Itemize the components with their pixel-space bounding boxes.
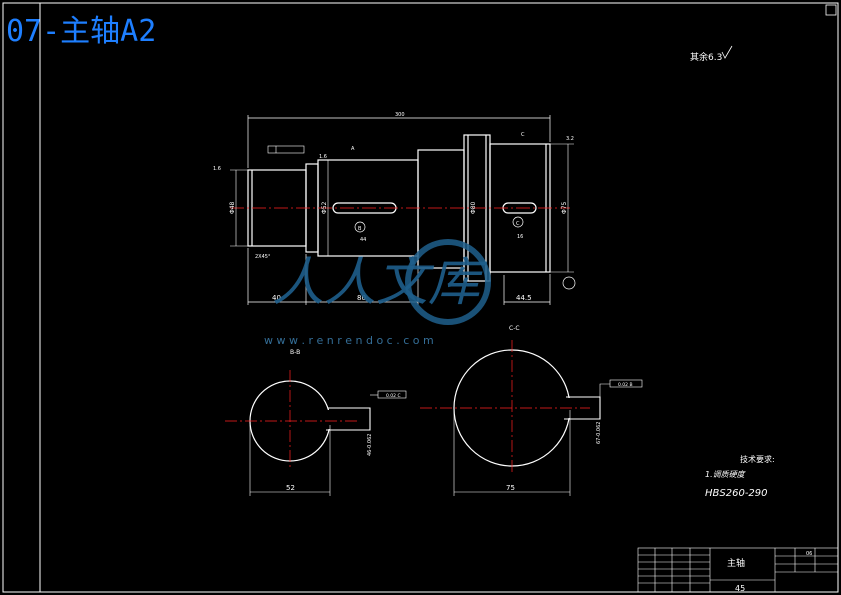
chamfer-label: 2X45° — [255, 254, 271, 260]
section-c-width-dim — [453, 410, 571, 496]
bottom-dimensions — [247, 248, 551, 305]
dim-40: 40 — [272, 294, 281, 302]
section-b-depth: 46-0.062 — [367, 434, 373, 456]
watermark: 人人文库 w w w . r e n r e n d o c . c o m — [264, 239, 491, 347]
section-c-depth: 67-0.062 — [596, 422, 602, 444]
section-c-title: C-C — [509, 325, 520, 332]
part-name: 主轴 — [727, 557, 745, 569]
datum-c-label: C — [516, 221, 520, 227]
dia-left: Φ48 — [229, 201, 236, 214]
dim-80: 80 — [357, 294, 366, 302]
dia-right: Φ75 — [561, 201, 568, 214]
keyway-length-2: 16 — [517, 234, 523, 240]
datum-c-circle — [512, 216, 524, 228]
section-b-title: B-B — [290, 349, 300, 356]
datum-marker-right — [562, 276, 576, 290]
drawing-title: 07-主轴A2 — [6, 14, 157, 49]
roughness-label-3: 3.2 — [566, 136, 574, 142]
title-block — [637, 547, 839, 593]
part-material: 45 — [735, 584, 745, 593]
dia-collar: Φ80 — [470, 201, 477, 214]
surface-note: 其余6.3 — [690, 51, 722, 63]
datum-b-circle — [354, 221, 366, 233]
section-b-width: 52 — [286, 484, 295, 492]
drawing-number: 06 — [806, 551, 812, 557]
roughness-label-2: 1.6 — [319, 154, 327, 160]
tech-req-line1: 1.调质硬度 — [705, 470, 747, 479]
datum-b-label: B — [358, 226, 362, 232]
section-b-keyway-cut — [322, 410, 338, 429]
section-b-keyway — [326, 407, 371, 431]
section-a-marker: A — [351, 146, 355, 152]
overall-length-dim — [247, 115, 551, 168]
roughness-label-1: 1.6 — [213, 166, 221, 172]
tolerance-frame-1 — [267, 145, 305, 154]
section-c-leader — [599, 383, 610, 397]
section-c-tolerance-frame — [609, 379, 643, 388]
overall-length-label: 300 — [395, 112, 405, 118]
tech-req-heading: 技术要求: — [740, 454, 775, 464]
watermark-url: w w w . r e n r e n d o c . c o m — [264, 334, 434, 347]
corner-mark — [825, 4, 837, 16]
section-c-width: 75 — [506, 484, 515, 492]
keyway-length-1: 44 — [360, 237, 366, 243]
section-c-marker: C — [521, 132, 525, 138]
watermark-ring — [405, 239, 491, 325]
inner-frame — [39, 2, 839, 593]
section-c-keyway — [564, 396, 601, 420]
section-b-tolerance: 0.02 C — [386, 393, 401, 399]
dia-mid: Φ52 — [321, 201, 328, 214]
section-b-tolerance-frame — [377, 390, 407, 399]
section-b-width-dim — [249, 425, 331, 496]
watermark-text: 人人文库 — [272, 253, 488, 313]
diameter-dim-lines — [230, 143, 574, 273]
roughness-symbol — [721, 45, 733, 59]
dim-44-5: 44.5 — [516, 294, 532, 302]
section-c-tolerance: 0.02 B — [618, 382, 633, 388]
tech-req-line2: HBS260-290 — [705, 488, 768, 499]
